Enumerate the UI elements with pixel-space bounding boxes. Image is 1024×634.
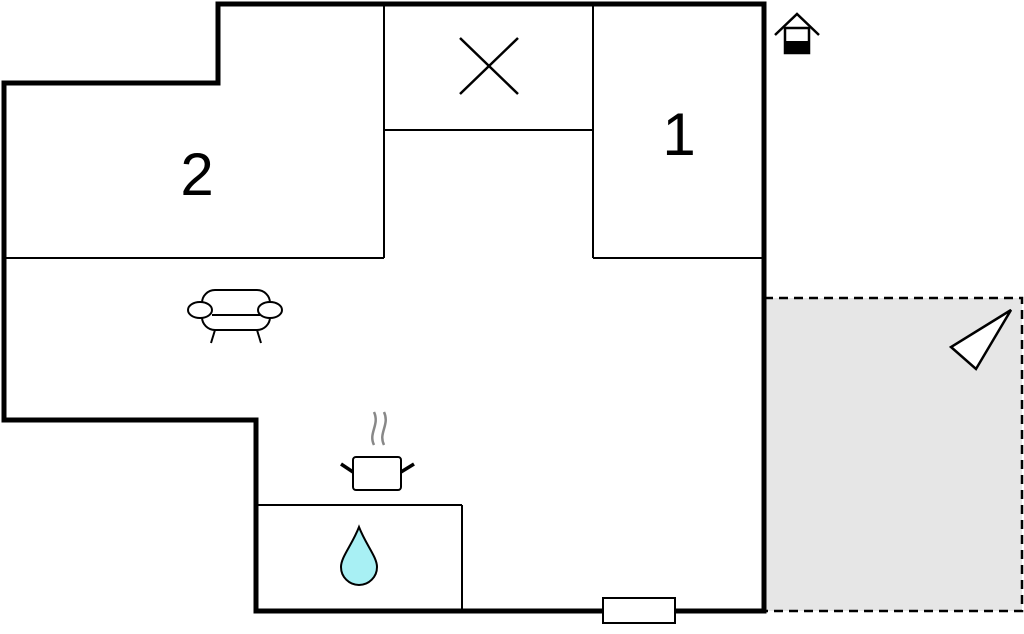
outer-wall: [1, 1, 767, 614]
terrace-corner-icon: [948, 308, 1013, 371]
entrance-door-icon: [602, 597, 676, 624]
toilet-x-icon: [459, 37, 519, 95]
cooking-pot-icon: [340, 411, 415, 491]
house-upper-floor-icon: [774, 12, 820, 55]
sofa-icon: [187, 289, 283, 344]
interior-walls: [4, 4, 764, 611]
room-label-1: 1: [662, 101, 695, 168]
water-drop-icon: [339, 524, 379, 586]
room-label-2: 2: [180, 141, 213, 208]
